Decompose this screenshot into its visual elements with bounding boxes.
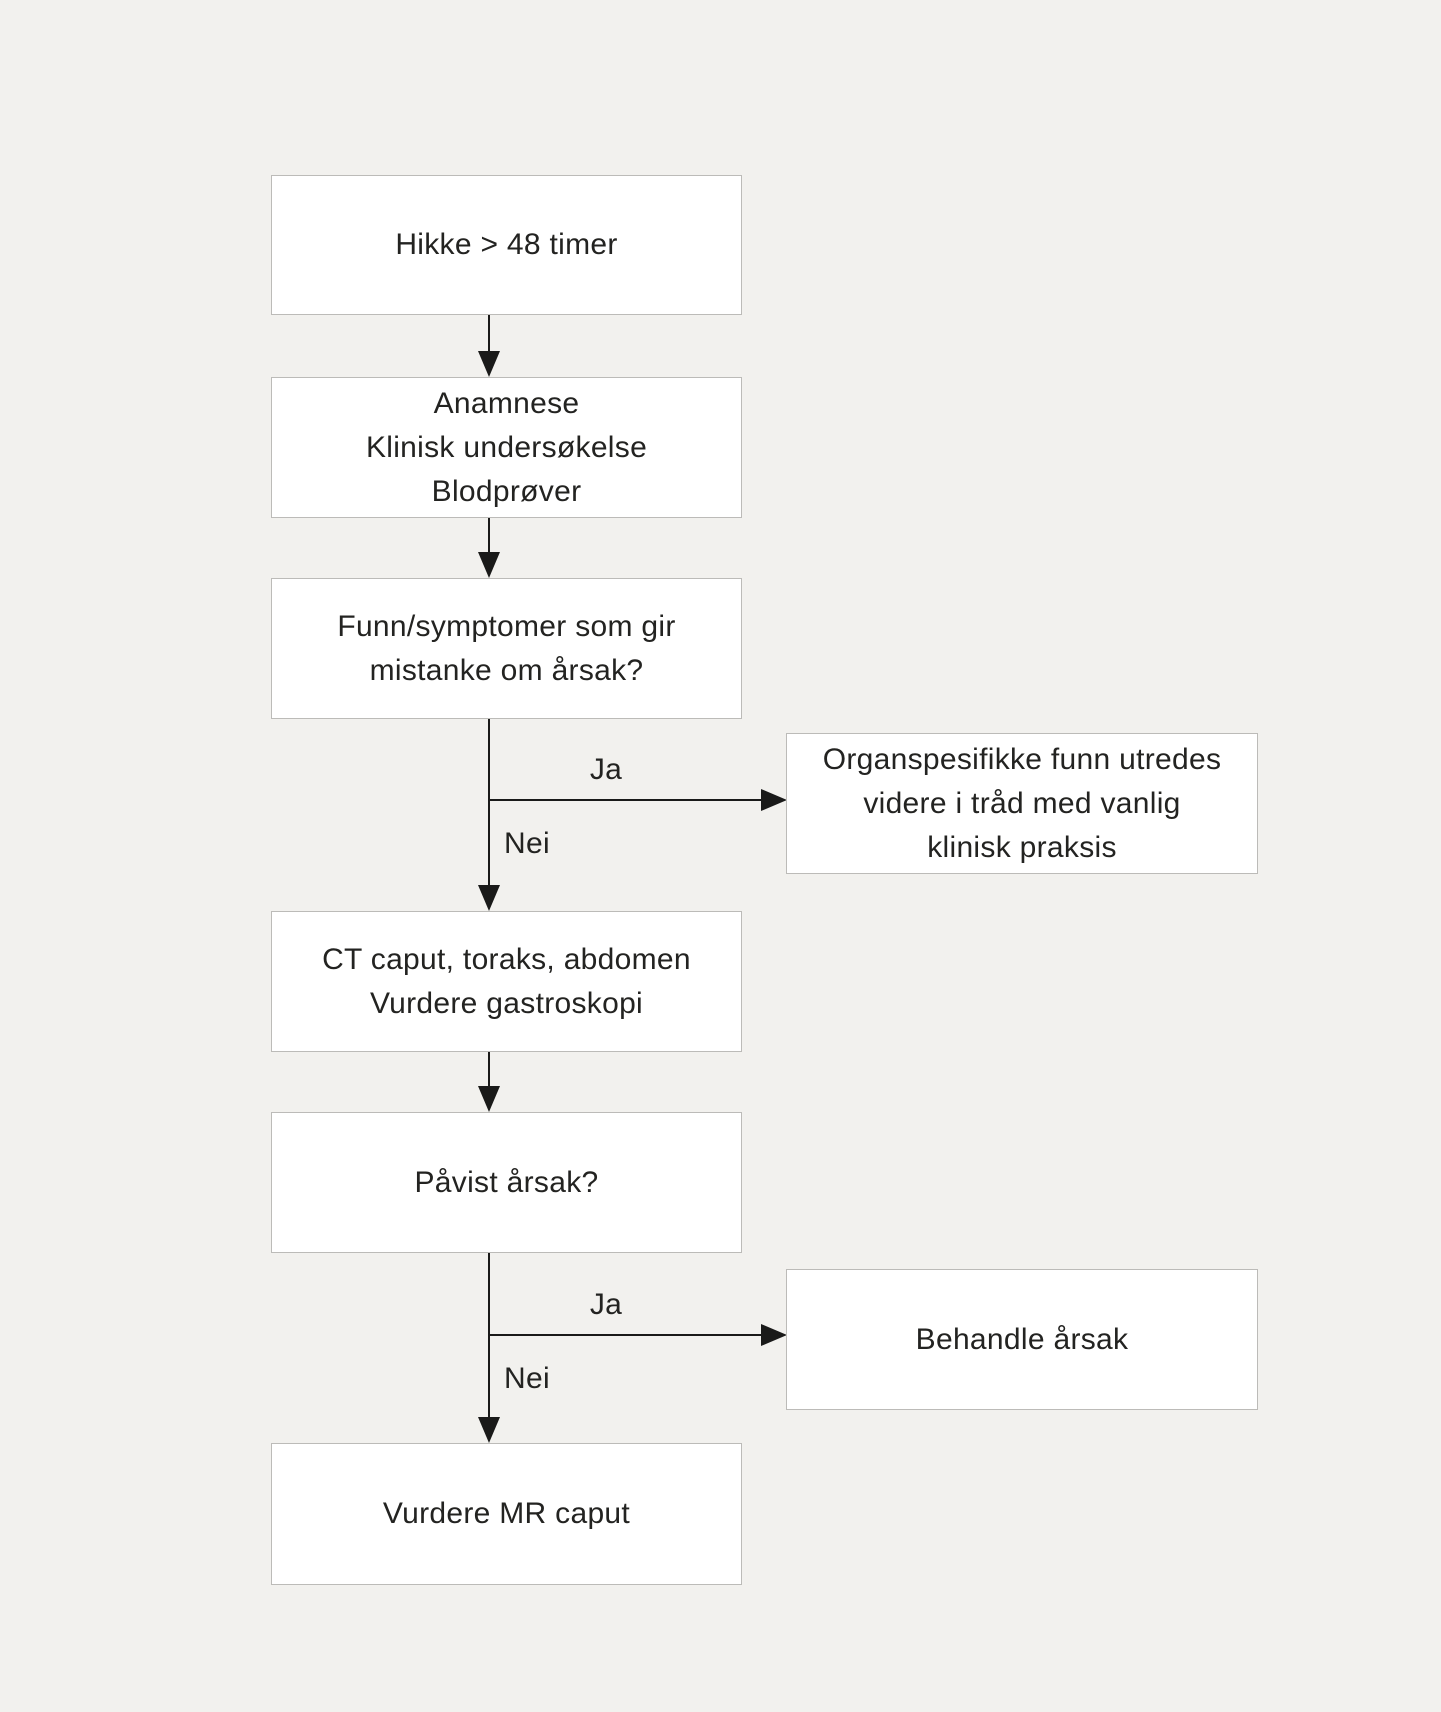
node-text-line: videre i tråd med vanlig [863, 786, 1181, 820]
connector-funn-to-ct [488, 719, 490, 886]
arrowhead-down-icon [478, 1086, 500, 1112]
node-text-line: mistanke om årsak? [369, 653, 644, 687]
connector-anamnese-to-funn [488, 518, 490, 553]
connector-ct-to-pavist [488, 1052, 490, 1087]
edge-label-nei-1: Nei [504, 827, 550, 860]
arrowhead-down-icon [478, 351, 500, 377]
arrowhead-right-icon [761, 789, 787, 811]
node-text-line: Hikke > 48 timer [395, 228, 618, 261]
arrowhead-down-icon [478, 885, 500, 911]
connector-pavist-to-behandle [489, 1334, 761, 1336]
node-pavist-arsak: Påvist årsak? [271, 1112, 742, 1253]
node-text-line: Behandle årsak [915, 1322, 1129, 1356]
node-text-line: Klinisk undersøkelse [365, 430, 648, 464]
connector-hikke-to-anamnese [488, 315, 490, 352]
node-text-line: Vurdere MR caput [382, 1497, 631, 1530]
edge-label-ja-2: Ja [589, 1288, 623, 1321]
node-funn-symptomer: Funn/symptomer som gir mistanke om årsak… [271, 578, 742, 719]
arrowhead-down-icon [478, 552, 500, 578]
node-organspesifikke-funn: Organspesifikke funn utredes videre i tr… [786, 733, 1258, 874]
node-ct-caput: CT caput, toraks, abdomen Vurdere gastro… [271, 911, 742, 1052]
connector-funn-to-organspesifikke [489, 799, 761, 801]
node-text-line: Funn/symptomer som gir [337, 609, 676, 643]
node-text-line: CT caput, toraks, abdomen [322, 942, 691, 976]
arrowhead-down-icon [478, 1417, 500, 1443]
node-anamnese: Anamnese Klinisk undersøkelse Blodprøver [271, 377, 742, 518]
node-text-line: Anamnese [433, 386, 580, 420]
node-text-line: Organspesifikke funn utredes [822, 742, 1222, 776]
edge-label-nei-2: Nei [504, 1362, 550, 1395]
edge-label-ja-1: Ja [589, 753, 623, 786]
node-text-line: Vurdere gastroskopi [369, 986, 644, 1020]
node-behandle-arsak: Behandle årsak [786, 1269, 1258, 1410]
node-text-line: Blodprøver [431, 474, 582, 508]
node-text-line: Påvist årsak? [414, 1165, 599, 1199]
node-hikke-48-timer: Hikke > 48 timer [271, 175, 742, 315]
node-vurdere-mr-caput: Vurdere MR caput [271, 1443, 742, 1585]
arrowhead-right-icon [761, 1324, 787, 1346]
node-text-line: klinisk praksis [927, 830, 1117, 864]
